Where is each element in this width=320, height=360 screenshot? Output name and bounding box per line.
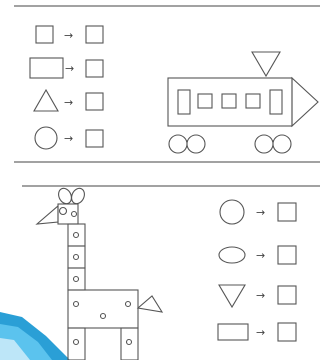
- arrow-icon: →: [256, 206, 265, 219]
- giraffe-spot-circle: [74, 302, 79, 307]
- train-square-window: [198, 94, 212, 108]
- arrow-icon: →: [64, 29, 73, 42]
- bottom-panel: → → → →: [37, 186, 296, 360]
- arrow-icon: →: [64, 96, 73, 109]
- answer-box[interactable]: [278, 246, 296, 264]
- answer-box[interactable]: [278, 286, 296, 304]
- rectangle-icon: [218, 324, 248, 340]
- train-square-window: [246, 94, 260, 108]
- legend-row-square: →: [36, 26, 103, 43]
- giraffe-spot-circle: [127, 340, 132, 345]
- giraffe-picture: [37, 186, 162, 360]
- giraffe-body-rectangle: [68, 290, 138, 328]
- giraffe-tail-triangle: [138, 296, 162, 312]
- giraffe-spot-circle: [101, 314, 106, 319]
- train-wheel: [255, 135, 273, 153]
- giraffe-neck-rectangle: [68, 268, 85, 290]
- train-wheel: [273, 135, 291, 153]
- train-rectangle-window: [178, 90, 190, 114]
- answer-box[interactable]: [86, 130, 103, 147]
- arrow-icon: →: [256, 326, 265, 339]
- arrow-icon: →: [64, 132, 73, 145]
- giraffe-spot-circle: [74, 277, 79, 282]
- legend-row-circle: →: [220, 200, 296, 224]
- giraffe-spot-circle: [74, 255, 79, 260]
- train-body: [168, 78, 292, 126]
- corner-decoration: [0, 312, 70, 360]
- answer-box[interactable]: [86, 60, 103, 77]
- answer-box[interactable]: [86, 26, 103, 43]
- train-square-window: [222, 94, 236, 108]
- giraffe-spot-circle: [126, 302, 131, 307]
- legend-row-rectangle: →: [30, 58, 103, 78]
- ellipse-icon: [219, 247, 245, 263]
- legend-row-circle: →: [35, 127, 103, 149]
- giraffe-ear-ellipse: [69, 186, 87, 206]
- train-nose-triangle: [292, 78, 318, 126]
- legend-row-triangle: →: [219, 285, 296, 307]
- giraffe-snout-triangle: [37, 206, 58, 224]
- arrow-icon: →: [256, 249, 265, 262]
- triangle-icon: [219, 285, 245, 307]
- legend-row-rectangle: →: [218, 323, 296, 341]
- answer-box[interactable]: [278, 323, 296, 341]
- legend-row-triangle: →: [34, 90, 103, 111]
- square-icon: [36, 26, 53, 43]
- arrow-icon: →: [65, 62, 74, 75]
- train-rectangle-window: [270, 90, 282, 114]
- giraffe-spot-circle: [72, 212, 77, 217]
- giraffe-eye-circle: [60, 208, 67, 215]
- giraffe-spot-circle: [74, 340, 79, 345]
- rectangle-icon: [30, 58, 63, 78]
- triangle-icon: [34, 90, 58, 111]
- arrow-icon: →: [256, 289, 265, 302]
- top-legend: → → → →: [30, 26, 103, 149]
- giraffe-neck-rectangle: [68, 246, 85, 268]
- train-chimney-triangle: [252, 52, 280, 76]
- answer-box[interactable]: [86, 93, 103, 110]
- legend-row-ellipse: →: [219, 246, 296, 264]
- giraffe-neck-rectangle: [68, 224, 85, 246]
- train-wheel: [169, 135, 187, 153]
- train-picture: [168, 52, 318, 153]
- giraffe-spot-circle: [74, 233, 79, 238]
- bottom-legend: → → → →: [218, 200, 296, 341]
- answer-box[interactable]: [278, 203, 296, 221]
- train-wheel: [187, 135, 205, 153]
- circle-icon: [35, 127, 57, 149]
- top-panel: → → → →: [30, 26, 318, 153]
- circle-icon: [220, 200, 244, 224]
